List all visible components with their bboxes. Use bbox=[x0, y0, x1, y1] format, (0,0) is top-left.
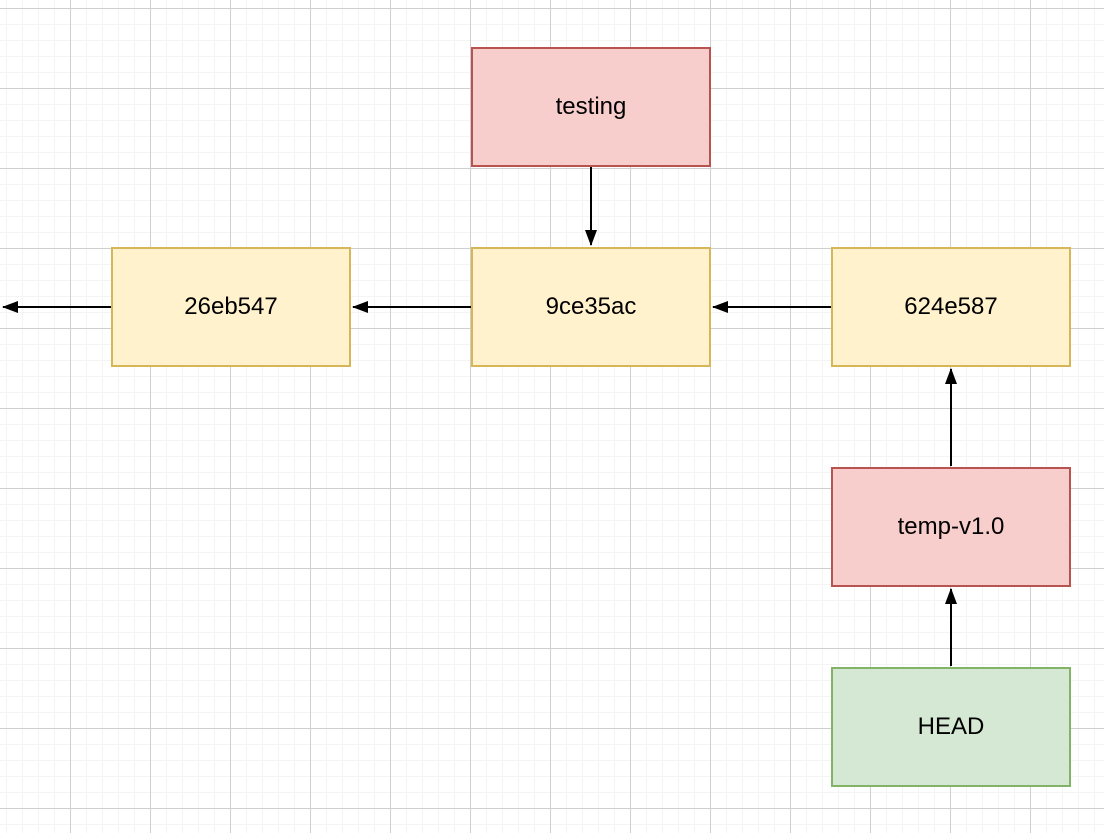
node-label: 26eb547 bbox=[184, 293, 278, 320]
node-head[interactable]: HEAD bbox=[831, 667, 1071, 787]
node-branch-testing[interactable]: testing bbox=[471, 47, 711, 167]
node-label: HEAD bbox=[917, 713, 985, 740]
node-commit-26eb547[interactable]: 26eb547 bbox=[111, 247, 351, 367]
node-label: testing bbox=[555, 93, 627, 120]
node-label: temp-v1.0 bbox=[897, 513, 1005, 540]
node-commit-9ce35ac[interactable]: 9ce35ac bbox=[471, 247, 711, 367]
node-label: 9ce35ac bbox=[545, 293, 637, 320]
node-commit-624e587[interactable]: 624e587 bbox=[831, 247, 1071, 367]
node-tag-temp-v1.0[interactable]: temp-v1.0 bbox=[831, 467, 1071, 587]
node-label: 624e587 bbox=[904, 293, 998, 320]
